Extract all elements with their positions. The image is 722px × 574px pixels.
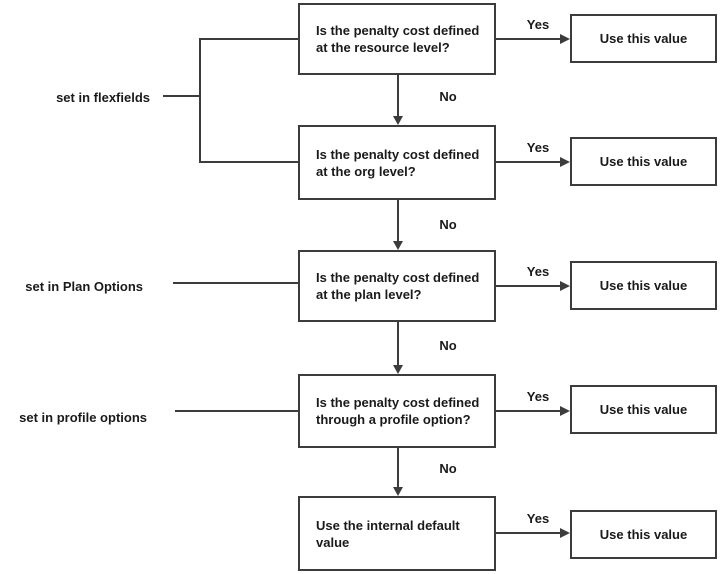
question-text: Is the penalty cost defined at the resou… xyxy=(316,23,480,55)
no-label: No xyxy=(439,217,457,232)
yes-label: Yes xyxy=(526,264,550,279)
annotation-set-in-profile-options: set in profile options xyxy=(19,410,147,425)
annotation-set-in-plan-options: set in Plan Options xyxy=(25,279,143,294)
result-box: Use this value xyxy=(570,14,717,63)
result-text: Use this value xyxy=(599,154,688,169)
question-box-org-level: Is the penalty cost defined at the org l… xyxy=(298,125,496,200)
yes-label: Yes xyxy=(526,511,550,526)
no-arrowhead-icon xyxy=(393,365,403,374)
yes-arrow-line xyxy=(496,285,560,287)
yes-label: Yes xyxy=(526,17,550,32)
question-box-resource-level: Is the penalty cost defined at the resou… xyxy=(298,3,496,75)
annotation-connector-line xyxy=(163,95,200,97)
yes-arrowhead-icon xyxy=(560,34,570,44)
yes-arrow-line xyxy=(496,532,560,534)
result-text: Use this value xyxy=(599,278,688,293)
default-value-box: Use the internal default value xyxy=(298,496,496,571)
yes-arrow-line xyxy=(496,410,560,412)
yes-arrow-line xyxy=(496,161,560,163)
no-arrow-line xyxy=(397,448,399,488)
yes-arrowhead-icon xyxy=(560,406,570,416)
branch-line-top xyxy=(199,38,298,40)
yes-arrow-line xyxy=(496,38,560,40)
result-box: Use this value xyxy=(570,510,717,559)
no-arrow-line xyxy=(397,322,399,366)
yes-arrowhead-icon xyxy=(560,528,570,538)
question-box-plan-level: Is the penalty cost defined at the plan … xyxy=(298,250,496,322)
yes-label: Yes xyxy=(526,140,550,155)
annotation-set-in-flexfields: set in flexfields xyxy=(56,90,150,105)
yes-label: Yes xyxy=(526,389,550,404)
question-text: Use the internal default value xyxy=(316,517,460,550)
branch-line-bottom xyxy=(199,161,298,163)
yes-arrowhead-icon xyxy=(560,281,570,291)
result-text: Use this value xyxy=(599,527,688,542)
no-arrowhead-icon xyxy=(393,116,403,125)
result-box: Use this value xyxy=(570,385,717,434)
no-arrow-line xyxy=(397,75,399,117)
result-box: Use this value xyxy=(570,137,717,186)
no-label: No xyxy=(439,461,457,476)
no-label: No xyxy=(439,89,457,104)
question-box-profile-option: Is the penalty cost defined through a pr… xyxy=(298,374,496,448)
no-arrow-line xyxy=(397,200,399,242)
result-text: Use this value xyxy=(599,402,688,417)
no-arrowhead-icon xyxy=(393,487,403,496)
no-label: No xyxy=(439,338,457,353)
question-text: Is the penalty cost defined at the org l… xyxy=(316,146,480,179)
no-arrowhead-icon xyxy=(393,241,403,250)
question-text: Is the penalty cost defined through a pr… xyxy=(316,395,480,427)
result-box: Use this value xyxy=(570,261,717,310)
yes-arrowhead-icon xyxy=(560,157,570,167)
bracket-line xyxy=(199,38,201,163)
annotation-connector-line xyxy=(173,282,298,284)
result-text: Use this value xyxy=(599,31,688,46)
annotation-connector-line xyxy=(175,410,298,412)
question-text: Is the penalty cost defined at the plan … xyxy=(316,270,480,302)
